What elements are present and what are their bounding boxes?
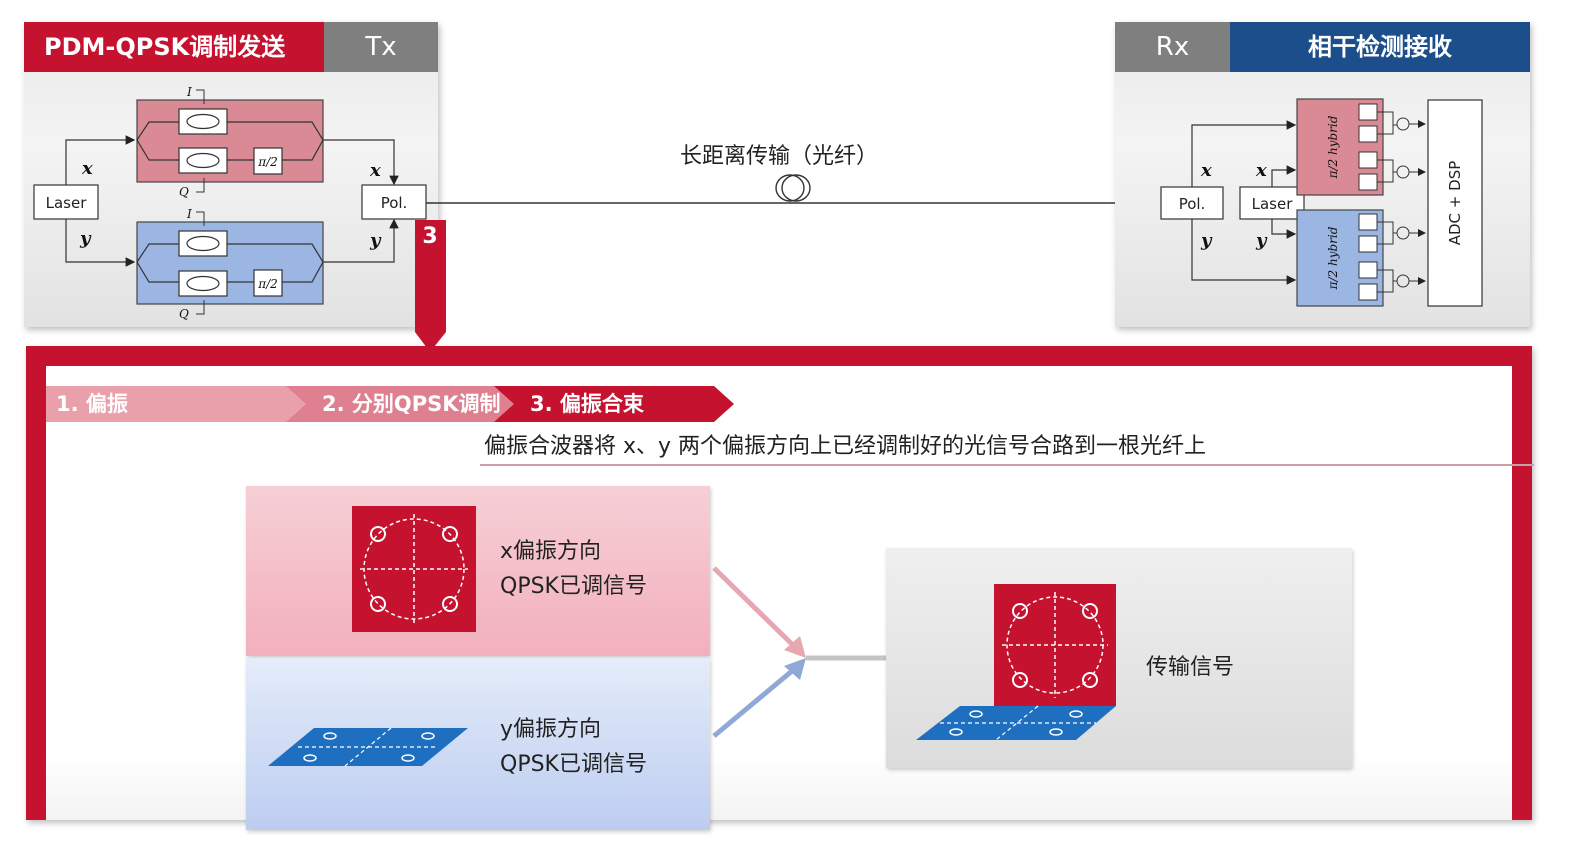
tx-y-pi2: π/2 [257,277,278,291]
tx-pol-label: Pol. [381,194,408,212]
tx-x-q-label: Q [179,185,189,199]
tx-y-label-left: y [79,228,92,249]
tx-pol-box [361,184,427,220]
rx-diagram: Pol. x y Laser x y π/2 hybrid π/2 hybrid [1160,98,1483,307]
detail-panel: 1. 偏振 2. 分别QPSK调制 3. 偏振合束 偏振合波器将 x、y 两个偏… [26,346,1534,830]
fiber-link: 3 [415,174,1158,352]
step-2-tab[interactable]: 2. 分别QPSK调制 [286,386,516,422]
combined-constellation-icon [916,584,1116,741]
tx-panel: PDM-QPSK调制发送 Tx Laser x y π/2 I Q [24,22,438,327]
tx-title: PDM-QPSK调制发送 [24,22,324,72]
x-signal-line2: QPSK已调信号 [500,574,647,599]
rx-pol-label: Pol. [1179,195,1206,213]
y-signal-box: y偏振方向 QPSK已调信号 [246,658,710,830]
x-signal-box: x偏振方向 QPSK已调信号 [246,486,710,656]
fiber-coil-icon [775,174,805,202]
tx-x-modulator [136,99,324,183]
y-constellation-icon [268,727,468,767]
y-signal-line2: QPSK已调信号 [500,752,647,777]
rx-adc-dsp-label: ADC + DSP [1446,161,1464,246]
tx-y-i-label: I [186,207,192,221]
rx-y-label-laser: y [1255,230,1268,251]
output-signal-label: 传输信号 [1146,655,1235,680]
rx-hybrid-top-label: π/2 hybrid [1326,115,1340,179]
tx-x-label-left: x [81,158,93,179]
x-signal-line1: x偏振方向 [500,539,602,564]
tx-x-pi2: π/2 [257,155,278,169]
rx-panel: Rx 相干检测接收 Pol. x y Laser x y π/2 hybrid … [1115,22,1530,327]
rx-title: 相干检测接收 [1230,22,1530,72]
rx-x-label-laser: x [1255,160,1267,181]
combine-arrows [712,566,886,738]
tx-tag: Tx [324,22,438,72]
tx-laser-label: Laser [46,194,88,212]
tx-y-label-right: y [369,230,382,251]
rx-tag: Rx [1115,22,1230,72]
tx-laser-box [33,184,99,220]
rx-pol-box [1160,186,1224,220]
tx-x-i-label: I [186,85,192,99]
output-signal-box: 传输信号 [886,548,1352,768]
step-3-marker-number: 3 [422,224,437,249]
tx-x-label-right: x [369,160,381,181]
rx-y-label-pol: y [1200,230,1213,251]
y-signal-line1: y偏振方向 [500,717,602,742]
tx-y-q-label: Q [179,307,189,321]
step-description: 偏振合波器将 x、y 两个偏振方向上已经调制好的光信号合路到一根光纤上 [484,434,1207,459]
x-constellation-icon [352,506,476,632]
step-1-tab[interactable]: 1. 偏振 [46,386,316,422]
detail-content: 1. 偏振 2. 分别QPSK调制 3. 偏振合束 偏振合波器将 x、y 两个偏… [46,366,1534,830]
rx-laser-label: Laser [1252,195,1294,213]
tx-y-modulator [136,221,324,305]
description-divider [480,464,1534,466]
rx-adc-dsp-box [1427,99,1483,307]
step-3-marker [415,220,446,352]
rx-hybrid-bottom-label: π/2 hybrid [1326,226,1340,290]
fiber-label: 长距离传输（光纤） [680,144,879,169]
step-3-tab[interactable]: 3. 偏振合束 [494,386,734,422]
rx-x-label-pol: x [1200,160,1212,181]
tx-diagram: Laser x y π/2 I Q π/2 I Q x [33,85,427,321]
